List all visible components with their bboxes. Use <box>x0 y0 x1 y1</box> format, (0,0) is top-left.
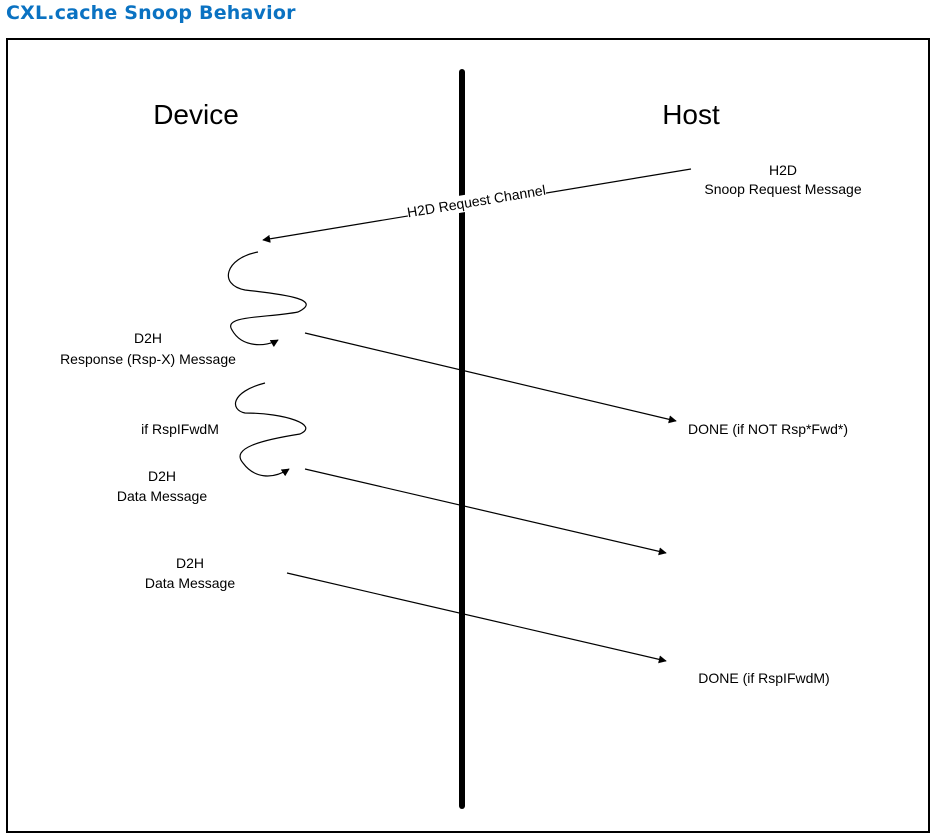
page-title: CXL.cache Snoop Behavior <box>6 2 296 24</box>
host-heading: Host <box>662 99 720 130</box>
d2h-data-1-arrow <box>304 468 667 556</box>
h2d-label: H2D <box>769 162 797 178</box>
h2d-channel-label-bg <box>405 181 547 222</box>
response-rsp-x-label: Response (Rsp-X) Message <box>60 351 236 367</box>
done-not-fwd-label: DONE (if NOT Rsp*Fwd*) <box>688 421 848 437</box>
data-message-1-label: Data Message <box>117 488 207 504</box>
d2h-data-1-label: D2H <box>148 468 176 484</box>
processing-squiggle-2 <box>235 382 307 477</box>
device-heading: Device <box>153 99 239 130</box>
d2h-response-arrow <box>304 332 677 424</box>
d2h-data-2-label: D2H <box>176 555 204 571</box>
processing-squiggle-1 <box>227 251 307 348</box>
done-rspifwdm-label: DONE (if RspIFwdM) <box>698 670 829 686</box>
if-rspifwdm-label: if RspIFwdM <box>141 421 219 437</box>
snoop-request-label: Snoop Request Message <box>704 181 861 197</box>
data-message-2-label: Data Message <box>145 575 235 591</box>
d2h-data-2-arrow <box>286 572 667 664</box>
d2h-response-label: D2H <box>134 330 162 346</box>
diagram-frame <box>6 38 930 833</box>
